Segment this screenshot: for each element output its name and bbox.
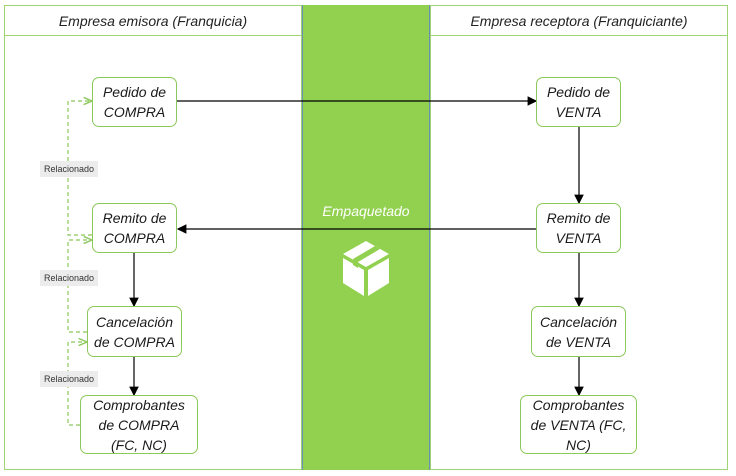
packaging-label: Empaquetado xyxy=(322,203,410,219)
package-icon xyxy=(343,241,389,296)
related-tag-3: Relacionado xyxy=(40,371,99,387)
node-sales-delivery: Remito de VENTA xyxy=(536,203,621,253)
header-right-title: Empresa receptora (Franquiciante) xyxy=(470,12,688,29)
related-tag-2: Relacionado xyxy=(40,270,99,286)
node-purchase-cancellation: Cancelación de COMPRA xyxy=(87,306,182,357)
node-sales-cancellation: Cancelación de VENTA xyxy=(531,306,626,357)
issuer-panel xyxy=(4,36,302,470)
header-left-frame: Empresa emisora (Franquicia) xyxy=(4,5,302,36)
packaging-band: Empaquetado xyxy=(302,5,430,470)
node-sales-vouchers: Comprobantes de VENTA (FC, NC) xyxy=(520,395,637,454)
related-tag-1: Relacionado xyxy=(40,161,99,177)
related-link-2 xyxy=(67,240,92,333)
header-right-frame: Empresa receptora (Franquiciante) xyxy=(430,5,728,36)
receiver-panel xyxy=(430,36,728,470)
header-left-title: Empresa emisora (Franquicia) xyxy=(58,12,248,29)
node-purchase-vouchers: Comprobantes de COMPRA (FC, NC) xyxy=(80,395,198,454)
node-sales-order: Pedido de VENTA xyxy=(536,77,621,127)
node-purchase-delivery: Remito de COMPRA xyxy=(92,203,177,253)
node-purchase-order: Pedido de COMPRA xyxy=(92,77,177,127)
